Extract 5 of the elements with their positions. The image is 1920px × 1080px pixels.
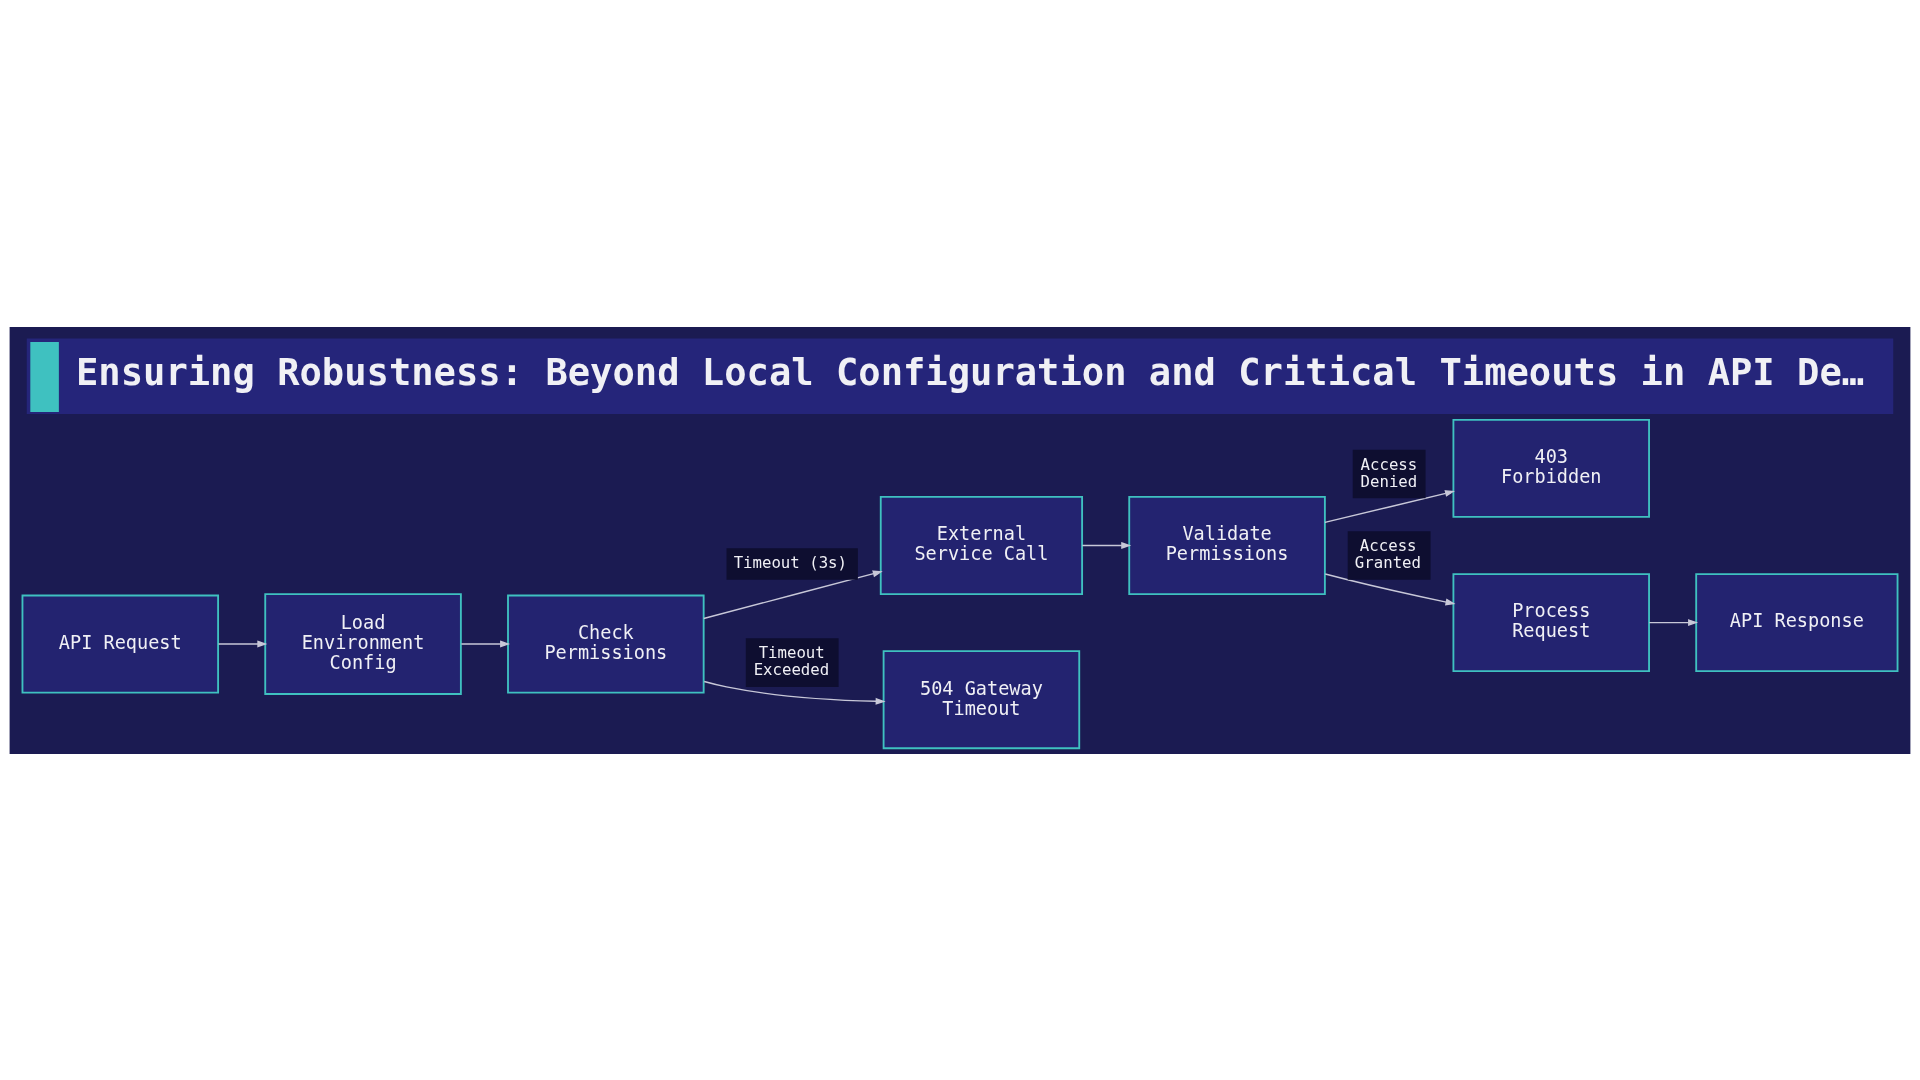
- edge-label: Access Denied: [1360, 454, 1418, 491]
- edge-label: Timeout Exceeded: [753, 642, 830, 679]
- edge-label: Timeout (3s): [733, 552, 847, 572]
- diagram-title: Ensuring Robustness: Beyond Local Configuration and Critical Timeouts in API De…: [76, 350, 1865, 394]
- edge-label: Access Granted: [1354, 535, 1421, 572]
